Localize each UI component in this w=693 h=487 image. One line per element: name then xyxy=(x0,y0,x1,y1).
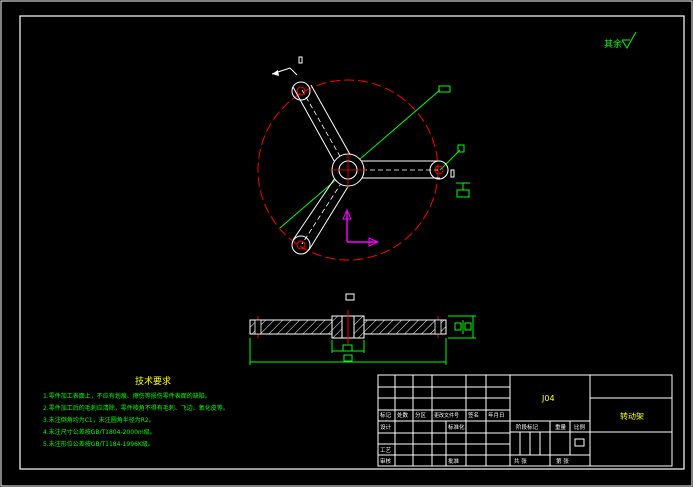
tb-label-change: 更改文件号 xyxy=(434,412,459,419)
arm-right xyxy=(360,160,449,180)
tb-label-mark: 标记 xyxy=(380,411,392,419)
leader-box-2 xyxy=(457,144,465,153)
tb-process: 工艺 xyxy=(380,447,392,454)
tb-approve: 批准 xyxy=(448,457,460,465)
bar-left xyxy=(249,319,333,335)
tech-title: 技术要求 xyxy=(135,375,171,387)
tb-weight: 重量 xyxy=(555,423,567,431)
tech-item-5: 5.未注形位公差按GB/T1184-1996K级。 xyxy=(43,440,154,448)
inner-frame xyxy=(19,15,685,470)
tech-item-3: 3.未注倒角均为C1，未注圆角半径为R2。 xyxy=(43,416,155,424)
tb-designer: 设计 xyxy=(380,423,392,431)
leader-line-2 xyxy=(439,149,461,171)
tb-label-sign: 签名 xyxy=(468,411,479,419)
tb-label-zone: 分区 xyxy=(415,411,427,419)
tb-reviewer: 审核 xyxy=(380,457,392,465)
tb-standardization: 标准化 xyxy=(448,423,465,431)
tech-item-2: 2.零件加工后的毛刺应清除，零件棱角不得有毛刺、飞边、氧化皮等。 xyxy=(43,404,229,412)
tb-sheets: 共 张 xyxy=(514,457,527,465)
tech-item-4: 4.未注尺寸公差按GB/T1804-2000m级。 xyxy=(43,428,156,436)
ucs-axis-icon xyxy=(342,208,380,247)
dim-box-w1 xyxy=(450,169,455,178)
arm-lower-left xyxy=(291,177,350,255)
leader-box-1 xyxy=(438,85,451,93)
tb-scale: 比例 xyxy=(574,423,586,431)
top-view xyxy=(257,56,470,261)
part-name: 转动架 xyxy=(620,411,644,421)
dim-box-top xyxy=(298,56,303,64)
tech-item-1: 1.零件加工表面上，不应有划痕、擦伤等损伤零件表面的缺陷。 xyxy=(43,392,211,400)
drawing-code: J04 xyxy=(541,394,555,403)
title-block xyxy=(377,374,673,467)
bar-right xyxy=(363,319,447,335)
roughness-note: 其余 xyxy=(604,38,622,50)
dim-box-section-top xyxy=(345,293,355,301)
tb-label-count: 处数 xyxy=(397,411,409,419)
tb-stage-mark: 阶段标记 xyxy=(516,423,539,431)
tb-label-date: 年月日 xyxy=(488,411,505,419)
section-view xyxy=(249,293,476,365)
tech-requirements: 技术要求 1.零件加工表面上，不应有划痕、擦伤等损伤零件表面的缺陷。 2.零件加… xyxy=(43,375,229,448)
leader-box-3 xyxy=(456,189,470,198)
roughness-symbol-icon xyxy=(621,31,637,49)
tb-sheet-no: 第 张 xyxy=(556,457,569,465)
arm-upper-left xyxy=(291,81,353,169)
